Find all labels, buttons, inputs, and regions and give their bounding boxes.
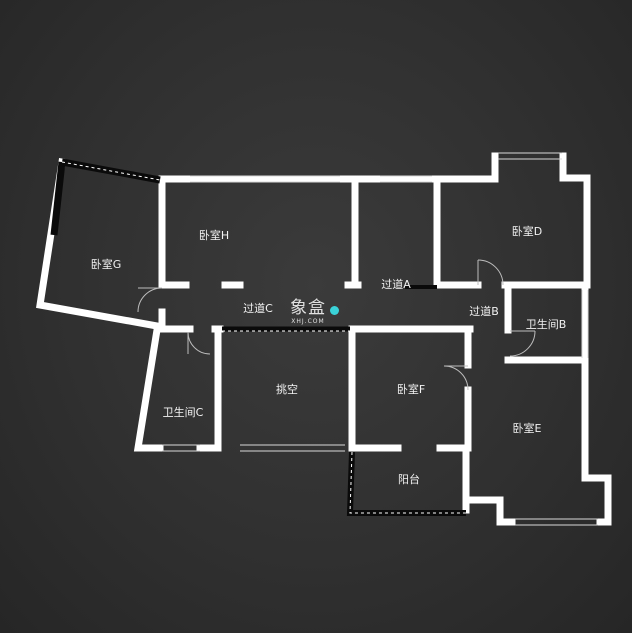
- watermark-dot-icon: [330, 306, 339, 315]
- room-label-corridor-b: 过道B: [469, 305, 499, 318]
- watermark-sub-text: XHJ.COM: [291, 318, 325, 325]
- room-label-corridor-a: 过道A: [381, 278, 411, 291]
- room-label-bedroom-f: 卧室F: [396, 383, 426, 396]
- bedroom-g-black-wall-left: [50, 161, 66, 236]
- bedroom-d-right-wall: [559, 152, 591, 289]
- door-b-arc: [509, 330, 536, 357]
- room-label-corridor-c: 过道C: [243, 302, 273, 315]
- room-label-bedroom-h: 卧室H: [198, 229, 230, 242]
- doors: [137, 259, 536, 391]
- door-c-arc: [187, 331, 211, 355]
- room-label-void: 挑空: [276, 383, 298, 396]
- room-label-balcony: 阳台: [398, 473, 420, 486]
- door-f-arc: [443, 365, 469, 391]
- room-label-bathroom-c: 卫生间C: [162, 406, 204, 419]
- door-d-arc: [477, 259, 504, 286]
- watermark-logo: 象盒 XHJ.COM: [290, 298, 339, 325]
- walls: [36, 152, 612, 526]
- black-wall-dashes: [61, 161, 161, 181]
- bedroom-e-right-bottom: [581, 474, 612, 526]
- room-label-bathroom-b: 卫生间B: [525, 318, 567, 331]
- black-walls: [50, 158, 466, 516]
- room-label-bedroom-g: 卧室G: [90, 258, 122, 271]
- balcony-dashes: [349, 451, 466, 514]
- windows: [162, 152, 598, 526]
- door-g-arc: [137, 287, 163, 313]
- bathroom-c-wall: [133, 325, 164, 452]
- room-label-bedroom-e: 卧室E: [512, 422, 542, 435]
- watermark-main-text: 象盒: [290, 298, 326, 318]
- bedroom-e-bottom-wall: [462, 496, 516, 526]
- room-label-bedroom-d: 卧室D: [511, 225, 543, 238]
- bedroom-d-top-wall: [436, 152, 499, 183]
